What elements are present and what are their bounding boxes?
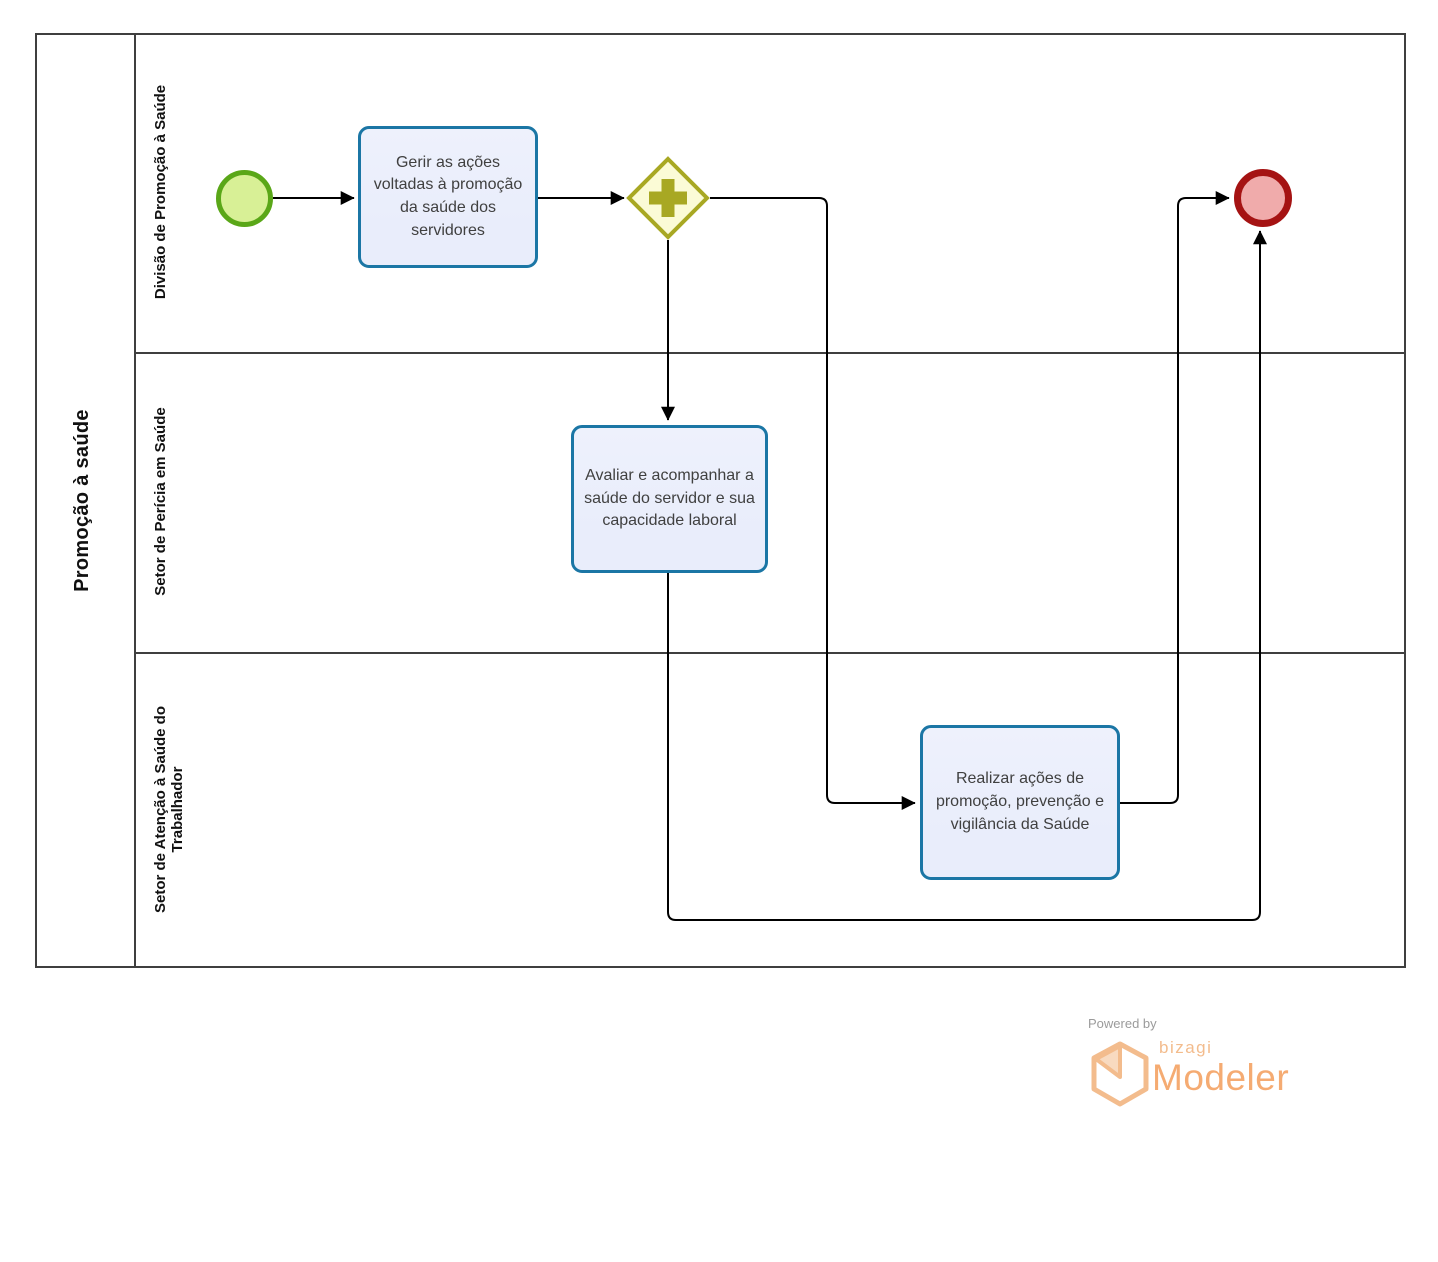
task-realizar-acoes: Realizar ações de promoção, prevenção e … (920, 725, 1120, 880)
bizagi-logo-icon (1090, 1041, 1150, 1112)
lane-label-divisao-promocao: Divisão de Promoção à Saúde (151, 84, 169, 300)
task-label: Avaliar e acompanhar a saúde do servidor… (584, 466, 755, 530)
modeler-product-text: Modeler (1152, 1057, 1290, 1098)
end-event (1234, 169, 1292, 227)
powered-by-text: Powered by (1088, 1016, 1157, 1031)
lane-label-setor-pericia: Setor de Perícia em Saúde (151, 407, 169, 596)
task-avaliar-acompanhar: Avaliar e acompanhar a saúde do servidor… (571, 425, 768, 573)
start-event (216, 170, 273, 227)
pool-title-text: Promoção à saúde (71, 409, 93, 592)
task-label: Gerir as ações voltadas à promoção da sa… (373, 153, 523, 239)
parallel-gateway-shape (626, 156, 710, 240)
plus-icon (649, 179, 687, 217)
lane-divider-2 (134, 652, 1404, 654)
task-gerir-acoes: Gerir as ações voltadas à promoção da sa… (358, 126, 538, 268)
parallel-gateway (626, 156, 710, 240)
lane-label-setor-atencao: Setor de Atenção à Saúde do Trabalhador (152, 706, 186, 913)
lane-divider-1 (134, 352, 1404, 354)
task-label: Realizar ações de promoção, prevenção e … (935, 770, 1105, 833)
pool-title: Promoção à saúde (35, 33, 130, 968)
pool-title-divider (134, 35, 136, 966)
bizagi-brand-text: bizagi (1159, 1038, 1213, 1057)
